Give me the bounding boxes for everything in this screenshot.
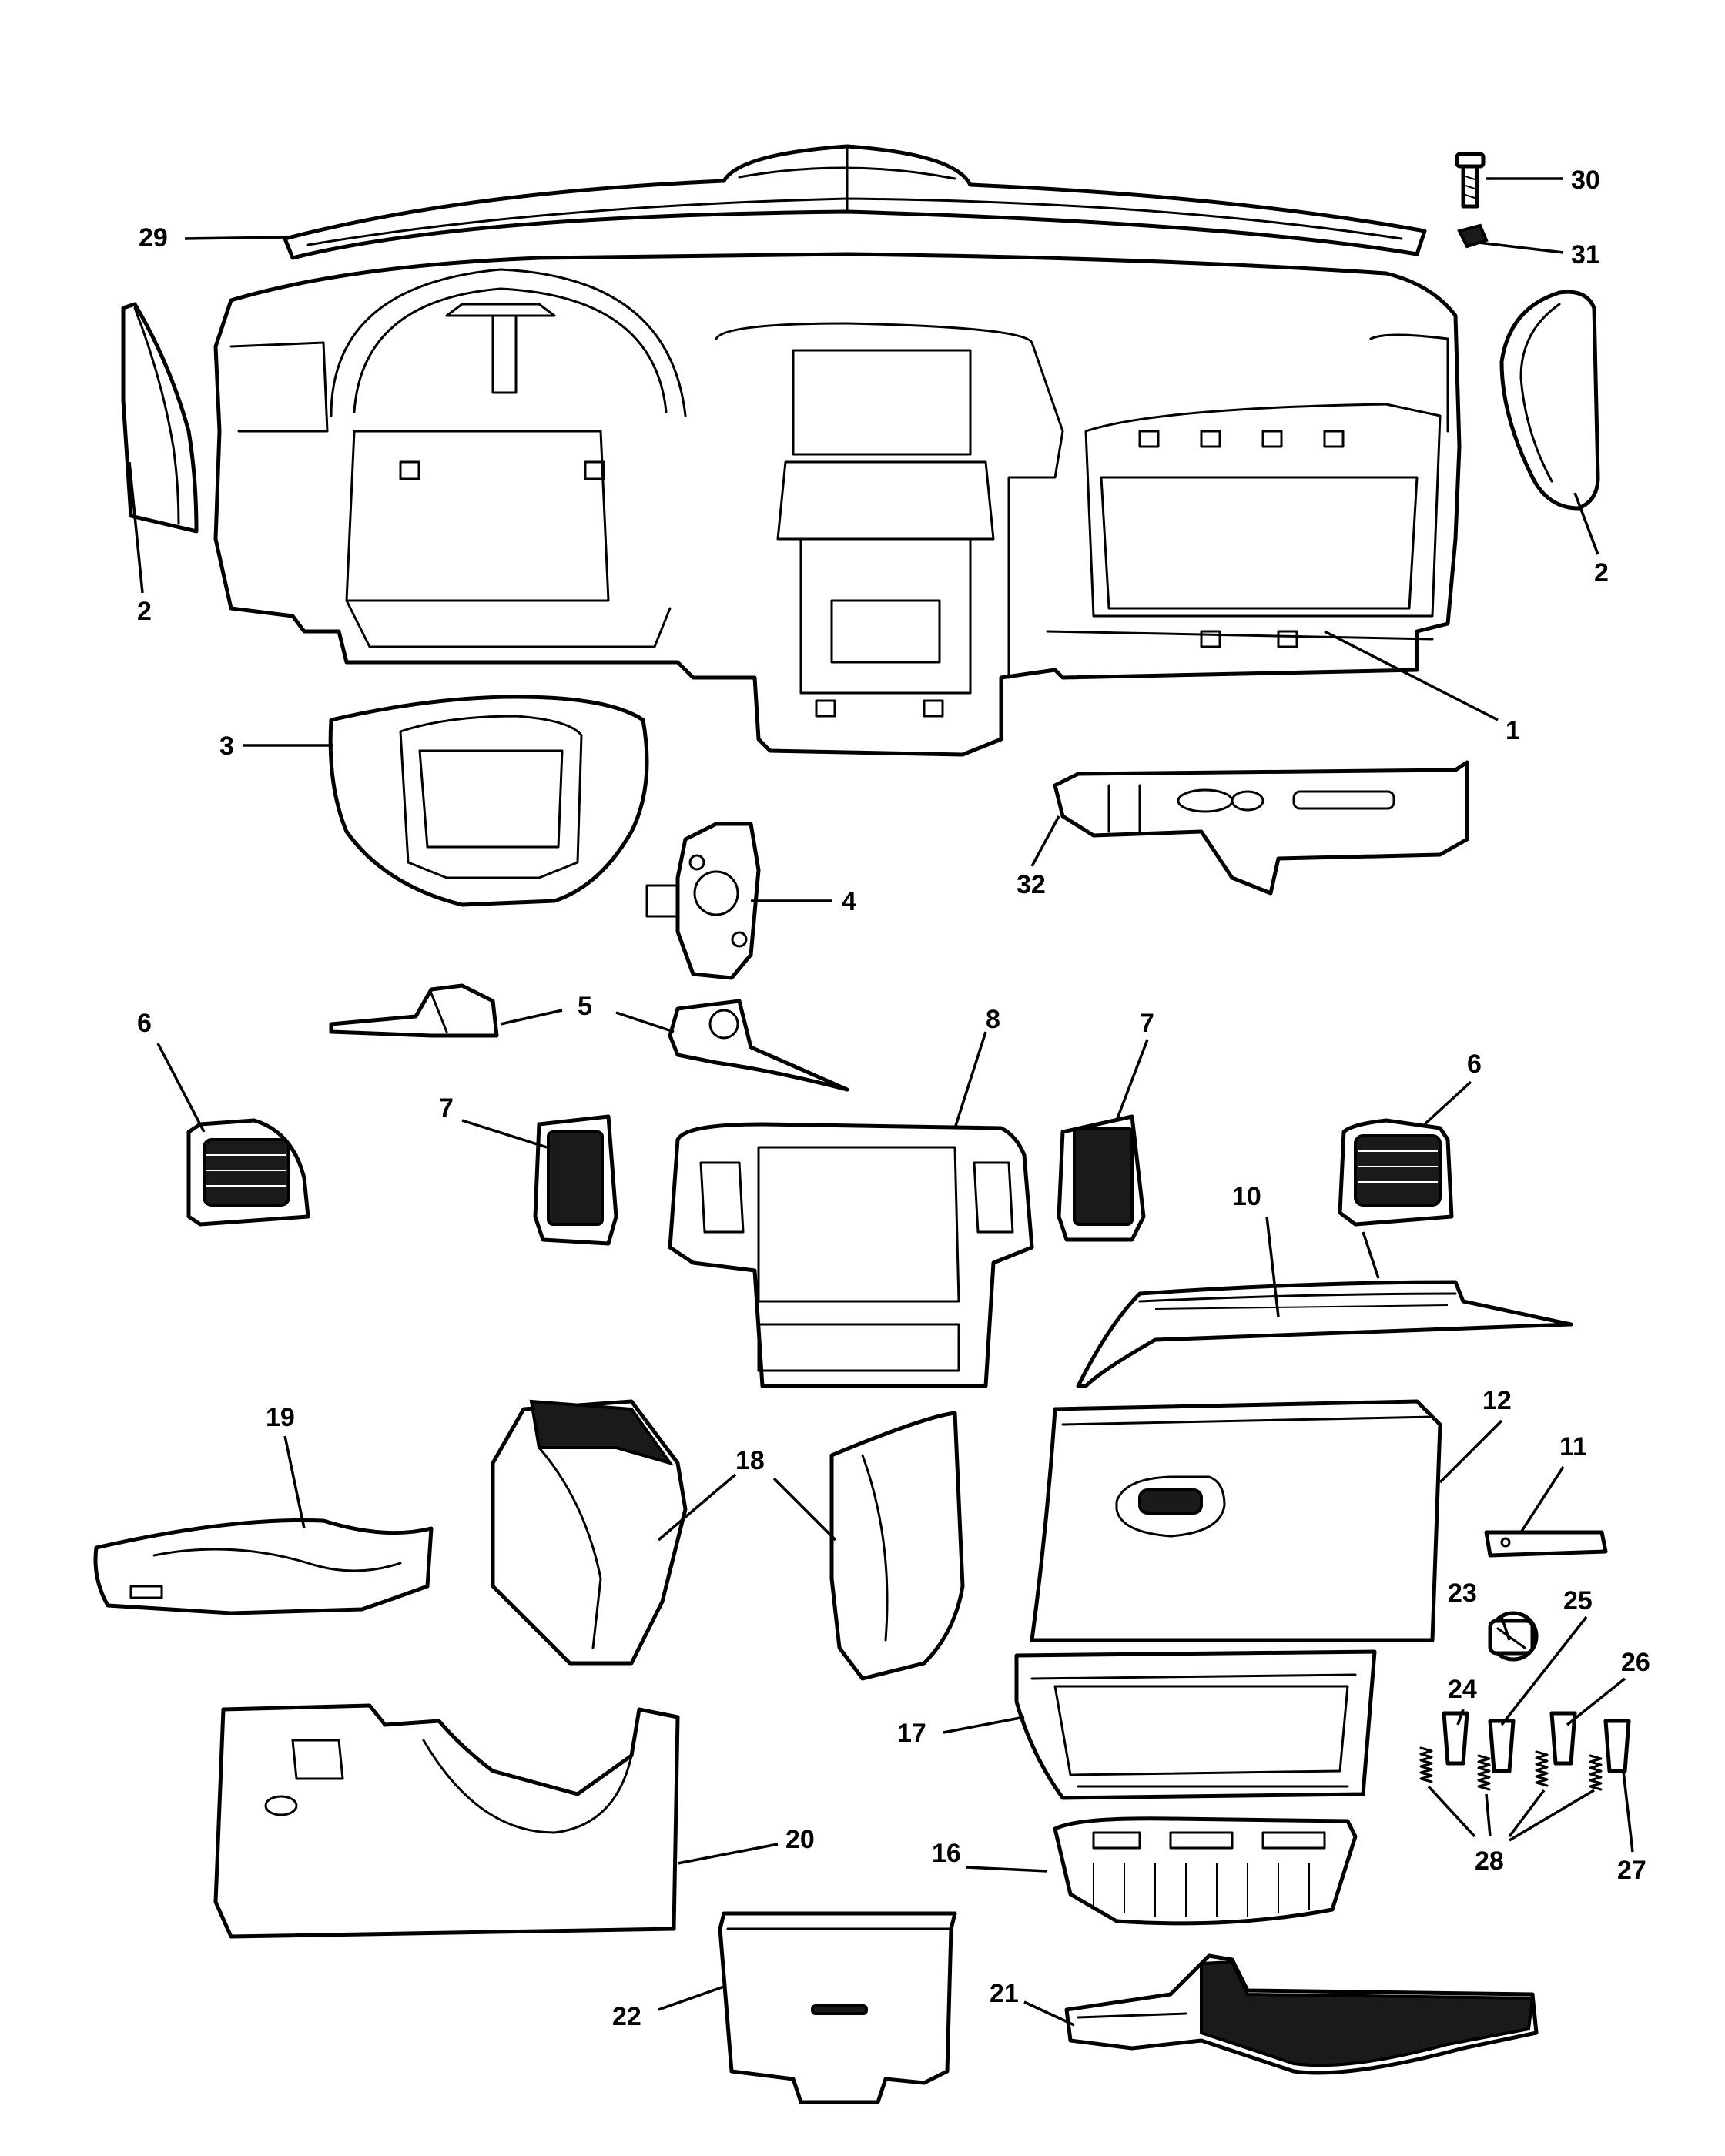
part-4-bracket — [645, 822, 761, 980]
part-5-trim-left — [329, 983, 499, 1038]
callout-22: 22 — [612, 2002, 641, 2031]
part-5-trim-right — [668, 999, 849, 1092]
part-30-screw — [1455, 152, 1486, 209]
callout-28: 28 — [1475, 1846, 1504, 1876]
part-17-glove-box-bin — [1014, 1649, 1377, 1800]
part-2-end-cap-right — [1499, 290, 1600, 511]
callout-16: 16 — [932, 1839, 961, 1868]
part-12-glove-box-door — [1030, 1399, 1442, 1642]
part-22-storage-bin — [718, 1911, 957, 2104]
callout-5: 5 — [578, 992, 592, 1021]
callout-2-right: 2 — [1594, 558, 1609, 588]
callout-27: 27 — [1617, 1856, 1646, 1885]
part-16-storage-tray — [1053, 1816, 1358, 1926]
callout-24: 24 — [1448, 1675, 1477, 1704]
part-3-column-cover — [328, 695, 649, 907]
callout-26: 26 — [1621, 1648, 1650, 1677]
callout-2-left: 2 — [137, 597, 152, 626]
part-1-instrument-panel — [213, 252, 1462, 757]
part-32-reinforcement — [1053, 760, 1469, 896]
part-18-console-panel-right — [829, 1411, 965, 1681]
part-2-end-cap-left — [121, 302, 199, 534]
callout-10: 10 — [1232, 1182, 1261, 1211]
callout-6-right: 6 — [1467, 1050, 1482, 1079]
callout-8: 8 — [986, 1005, 1000, 1034]
callout-25: 25 — [1563, 1586, 1593, 1615]
part-11-striker — [1484, 1530, 1608, 1558]
part-26-clip — [1549, 1711, 1577, 1766]
part-29-defroster-grille — [283, 144, 1427, 260]
callout-11: 11 — [1559, 1432, 1587, 1461]
callout-6-left: 6 — [137, 1009, 152, 1038]
callout-20: 20 — [785, 1825, 815, 1854]
callout-23: 23 — [1448, 1578, 1477, 1608]
callout-labels: 29 30 31 2 2 1 3 4 32 5 6 6 7 7 8 10 11 … — [137, 166, 1650, 2031]
part-6-vent-right — [1338, 1118, 1454, 1227]
leader-lines — [128, 177, 1634, 2027]
callout-21: 21 — [990, 1979, 1019, 2008]
callout-30: 30 — [1571, 166, 1600, 195]
part-23-damper — [1488, 1611, 1539, 1662]
part-28-springs — [1419, 1746, 1603, 1791]
callout-4: 4 — [842, 887, 856, 916]
callout-32: 32 — [1017, 870, 1046, 899]
callout-7-left: 7 — [439, 1093, 454, 1123]
part-10-top-pad — [1076, 1280, 1573, 1388]
callout-12: 12 — [1482, 1386, 1512, 1415]
callout-31: 31 — [1571, 240, 1600, 270]
callout-29: 29 — [139, 223, 168, 253]
callout-19: 19 — [266, 1403, 295, 1432]
callout-1: 1 — [1506, 716, 1520, 745]
part-8-center-bezel — [668, 1122, 1034, 1388]
part-21-duct — [1064, 1953, 1539, 2075]
part-7-vent-right — [1057, 1114, 1146, 1242]
callout-7-right: 7 — [1140, 1009, 1154, 1038]
part-18-console-panel-left — [491, 1399, 688, 1666]
part-19-knee-blocker — [93, 1518, 434, 1615]
part-20-lower-panel — [213, 1703, 680, 1939]
callout-18: 18 — [735, 1446, 765, 1475]
part-27-clip — [1603, 1719, 1631, 1773]
part-24-clip — [1442, 1711, 1469, 1766]
part-25-clip — [1488, 1719, 1516, 1773]
part-31-clip — [1457, 223, 1489, 249]
part-7-vent-left — [533, 1114, 618, 1246]
part-6-vent-left — [186, 1118, 310, 1227]
callout-3: 3 — [219, 732, 234, 761]
callout-17: 17 — [897, 1719, 926, 1748]
